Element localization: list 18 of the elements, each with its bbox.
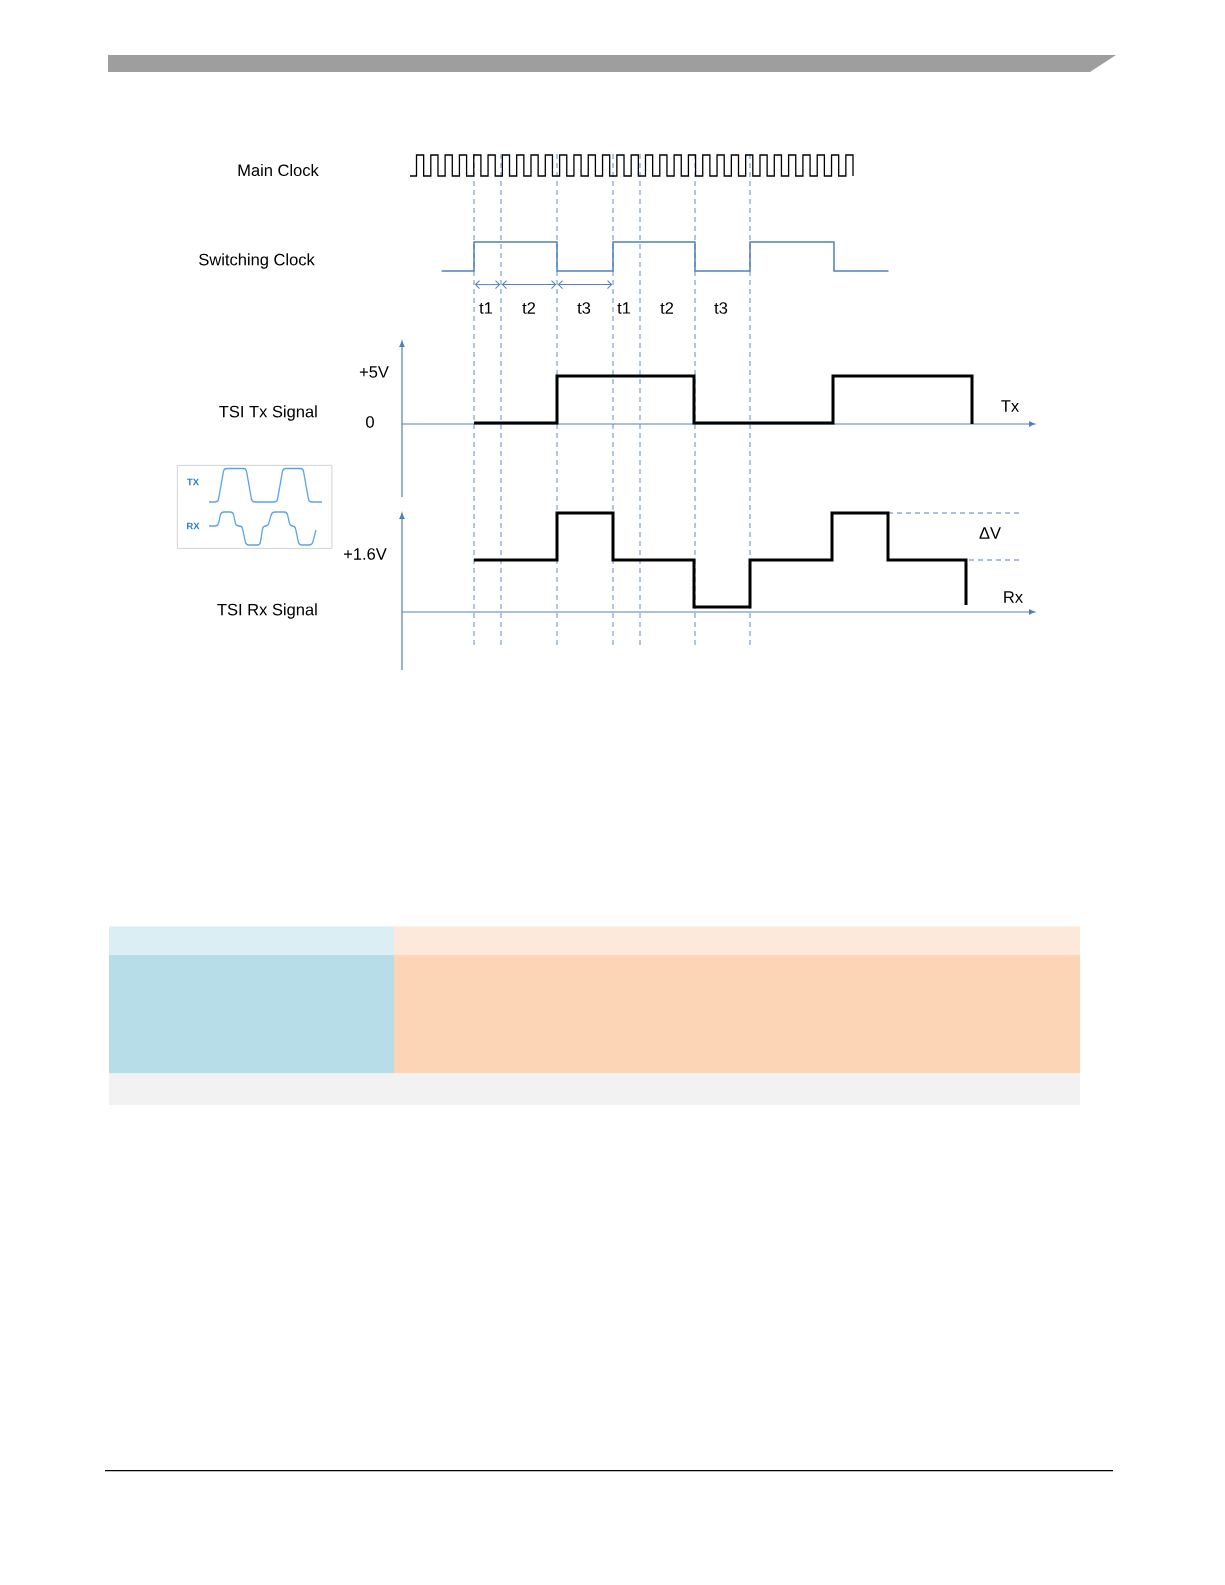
signal-label: TSI Rx Signal bbox=[217, 603, 317, 619]
voltage-label: +5V bbox=[359, 366, 389, 378]
waveform-label: TX bbox=[187, 478, 199, 486]
signal-label: TSI Tx Signal bbox=[219, 405, 317, 421]
signal-label: Switching Clock bbox=[199, 253, 315, 269]
time-label: t1 bbox=[617, 302, 631, 314]
voltage-label: 0 bbox=[366, 416, 374, 428]
axis-label: Rx bbox=[1004, 591, 1023, 603]
voltage-label: +1.6V bbox=[344, 548, 387, 560]
time-label: t3 bbox=[577, 302, 591, 314]
axis-label: Tx bbox=[1001, 400, 1019, 412]
waveform-label: RX bbox=[187, 522, 200, 530]
time-label: t2 bbox=[660, 302, 674, 314]
time-label: t2 bbox=[522, 302, 536, 314]
time-label: t3 bbox=[714, 302, 728, 314]
time-label: t1 bbox=[479, 302, 493, 314]
voltage-label: ΔV bbox=[979, 527, 1001, 539]
signal-label: Main Clock bbox=[238, 163, 319, 177]
